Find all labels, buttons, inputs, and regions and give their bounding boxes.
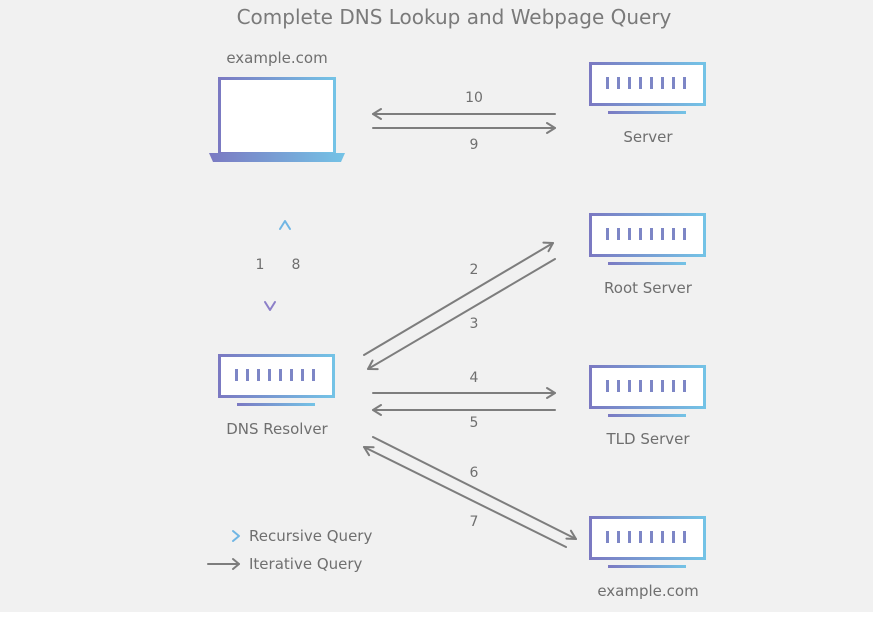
laptop-icon xyxy=(209,77,345,162)
arrow-step-6 xyxy=(372,436,577,540)
tld-server-label: TLD Server xyxy=(606,430,690,448)
authoritative-server-label: example.com xyxy=(597,582,699,600)
arrow-step-9 xyxy=(372,122,556,134)
step-number: 2 xyxy=(469,262,479,278)
server-label: Server xyxy=(623,128,673,146)
arrow-step-1-head xyxy=(264,301,276,311)
root-server-label: Root Server xyxy=(604,279,692,297)
arrow-step-10 xyxy=(372,108,556,120)
dns-resolver-label: DNS Resolver xyxy=(226,420,328,438)
arrow-step-7 xyxy=(363,446,567,548)
web-server-icon xyxy=(589,62,706,116)
step-number: 7 xyxy=(469,514,479,530)
tld-server-icon xyxy=(589,365,706,419)
dns-resolver-icon xyxy=(218,354,335,408)
step-number: 8 xyxy=(291,257,301,273)
diagram-title: Complete DNS Lookup and Webpage Query xyxy=(236,5,672,29)
step-number: 10 xyxy=(465,90,483,106)
step-number: 6 xyxy=(469,465,479,481)
authoritative-server-icon xyxy=(589,516,706,570)
legend-recursive-label: Recursive Query xyxy=(249,527,373,545)
client-label: example.com xyxy=(226,49,328,67)
arrow-step-8-head xyxy=(279,220,291,230)
legend-recursive-arrow-head xyxy=(232,530,240,542)
step-number: 3 xyxy=(469,316,479,332)
arrow-step-3 xyxy=(367,258,556,371)
step-number: 9 xyxy=(469,137,479,153)
step-number: 5 xyxy=(469,415,479,431)
legend-iterative-arrow xyxy=(207,558,240,570)
step-number: 4 xyxy=(469,370,479,386)
arrow-step-4 xyxy=(372,387,556,399)
legend-iterative-label: Iterative Query xyxy=(249,555,363,573)
root-server-icon xyxy=(589,213,706,267)
arrow-step-5 xyxy=(372,404,556,416)
arrow-step-2 xyxy=(363,241,554,356)
step-number: 1 xyxy=(255,257,265,273)
